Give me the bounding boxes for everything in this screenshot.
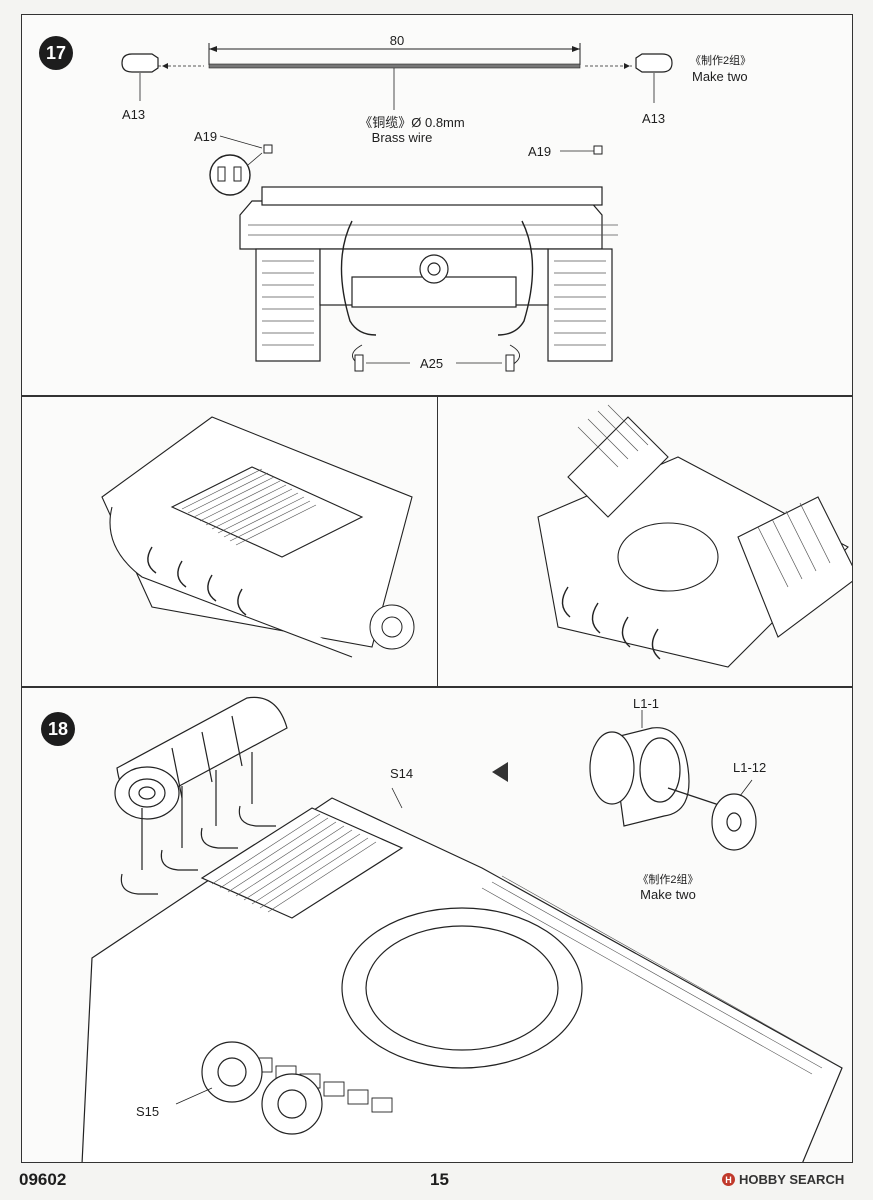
- step-17-panel: 17 80 《铜缆》Ø 0.8mm Brass wire A13 A13 A19…: [21, 14, 853, 396]
- watermark-text: HOBBY SEARCH: [739, 1172, 845, 1187]
- part-l1-12-label: L1-12: [733, 760, 767, 775]
- make-two-cn-17: 《制作2组》: [690, 55, 752, 67]
- part-a25-label: A25: [420, 356, 444, 371]
- step-17-number: 17: [39, 36, 73, 70]
- step-18-drawing: [81, 696, 843, 1162]
- hull-rear-left-drawing: [101, 416, 415, 658]
- drum-l1-1-drawing: [589, 727, 723, 827]
- part-a13-left-drawing: [121, 53, 204, 101]
- watermark: H HOBBY SEARCH: [722, 1172, 844, 1187]
- washer-l1-12-drawing: [711, 793, 757, 851]
- step-18-number: 18: [41, 712, 75, 746]
- kit-number: 09602: [19, 1170, 67, 1189]
- wire-label-en: Brass wire: [371, 130, 433, 145]
- part-l1-1-label: L1-1: [633, 696, 660, 711]
- hull-rear-view-left-panel: [21, 396, 438, 687]
- make-two-en-18: Make two: [640, 887, 696, 902]
- hull-rear-view-right-panel: [437, 396, 853, 687]
- part-a13-right-drawing: [585, 53, 673, 103]
- wire-label-cn: 《铜缆》Ø 0.8mm: [359, 115, 465, 130]
- fuel-drums-drawing: [114, 696, 288, 820]
- tank-rear-drawing: [239, 186, 613, 362]
- part-a13-right-label: A13: [642, 111, 666, 126]
- part-a19-right-label: A19: [528, 144, 552, 159]
- part-s14-label: S14: [390, 766, 414, 781]
- part-a19-left-label: A19: [194, 129, 218, 144]
- step-17-drawing: [121, 43, 673, 372]
- hobby-search-logo-icon: H: [722, 1173, 735, 1186]
- step-18-panel: 18 S14 S15 L1-1 L1-12 《制作2组》 Make two: [21, 687, 853, 1163]
- hull-rear-right-drawing: [537, 404, 852, 668]
- part-s15-label: S15: [136, 1104, 160, 1119]
- engine-deck-drawing: [81, 797, 843, 1162]
- make-two-en-17: Make two: [692, 69, 748, 84]
- make-two-cn-18: 《制作2组》: [637, 874, 699, 886]
- dimension-label: 80: [389, 33, 405, 48]
- part-a13-left-label: A13: [122, 107, 146, 122]
- page-number: 15: [430, 1170, 449, 1189]
